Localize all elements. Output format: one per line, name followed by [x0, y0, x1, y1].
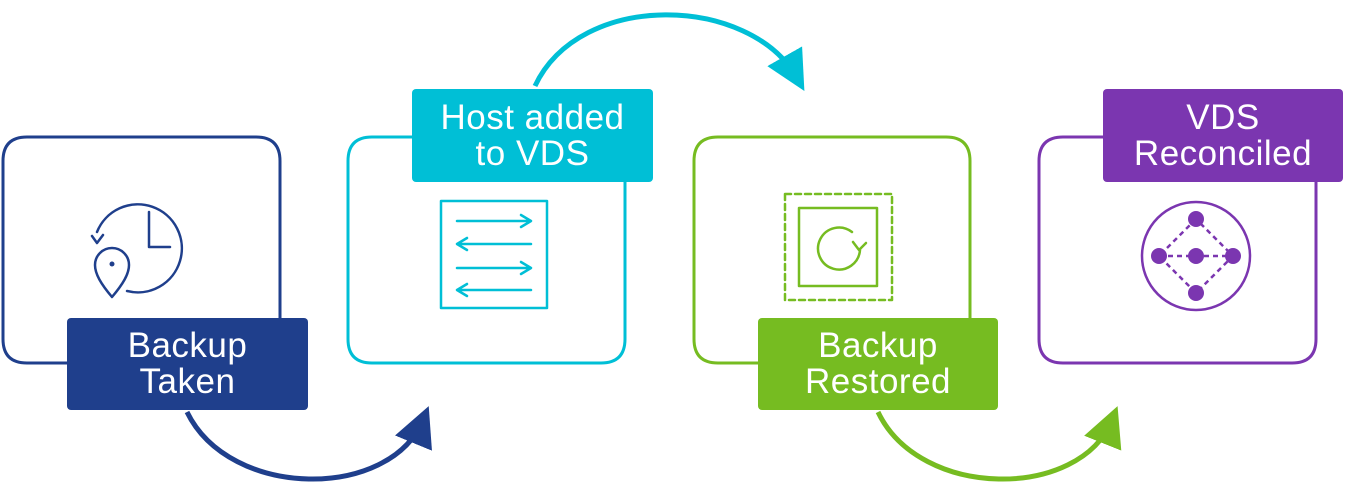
- step-3-label-line1: Backup: [818, 326, 938, 365]
- step-4-label-line1: VDS: [1186, 97, 1260, 137]
- step-1-label-line1: Backup: [127, 326, 248, 365]
- step-3-label: Backup Restored: [758, 318, 998, 410]
- step-4-frame: [1037, 135, 1318, 365]
- step-1-label-line2: Taken: [139, 362, 236, 401]
- step-1-frame: [1, 135, 282, 365]
- step-3-frame: [692, 135, 972, 365]
- step-4-label-line2: Reconciled: [1133, 133, 1313, 173]
- clock-location-icon: [90, 203, 184, 299]
- transfer-arrows-icon: [439, 199, 549, 310]
- step-2-label-line1: Host added: [440, 97, 625, 137]
- step-4-label: VDS Reconciled: [1103, 89, 1343, 182]
- restore-cycle-icon: [783, 192, 894, 302]
- step-1-label: Backup Taken: [67, 318, 308, 410]
- arrow-step3-to-step4: [875, 406, 1122, 482]
- step-2-label: Host added to VDS: [412, 89, 653, 182]
- step-2-frame: [346, 135, 627, 365]
- step-3-label-line2: Restored: [804, 362, 952, 401]
- step-2-label-line2: to VDS: [475, 133, 590, 173]
- arrow-step1-to-step2: [184, 406, 432, 482]
- network-nodes-icon: [1140, 200, 1252, 312]
- arrow-step2-to-step3: [532, 12, 805, 92]
